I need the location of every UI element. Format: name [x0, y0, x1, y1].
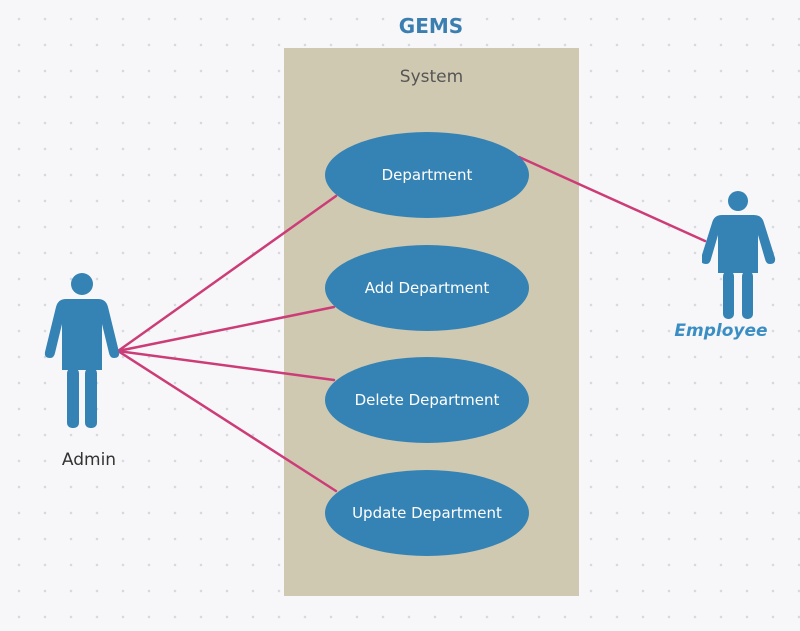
- use-case-delete-department[interactable]: Delete Department: [325, 357, 529, 443]
- diagram-title: GEMS: [398, 14, 464, 38]
- use-case-department[interactable]: Department: [325, 132, 529, 218]
- use-case-label: Delete Department: [354, 391, 500, 409]
- link-admin-add-department: [116, 305, 336, 353]
- use-case-update-department[interactable]: Update Department: [325, 470, 529, 556]
- link-admin-delete-department: [116, 349, 336, 382]
- link-admin-department: [116, 194, 338, 353]
- link-admin-update-department: [116, 349, 338, 493]
- link-employee-department: [517, 155, 707, 243]
- use-case-label: Department: [381, 166, 473, 184]
- use-case-add-department[interactable]: Add Department: [325, 245, 529, 331]
- admin-label: Admin: [61, 450, 117, 470]
- system-label: System: [399, 67, 464, 87]
- use-case-label: Update Department: [352, 504, 502, 522]
- employee-actor-icon[interactable]: [702, 176, 778, 336]
- use-case-label: Add Department: [364, 279, 490, 297]
- employee-label: Employee: [674, 321, 768, 341]
- admin-actor-icon[interactable]: [44, 272, 120, 432]
